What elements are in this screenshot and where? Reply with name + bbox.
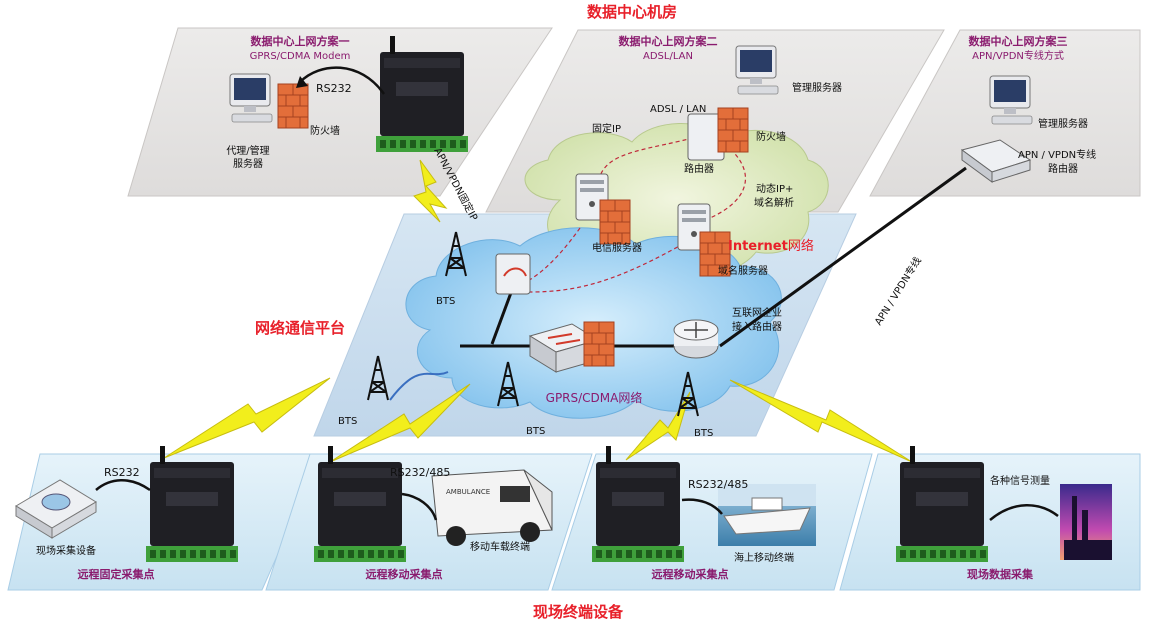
lightning-right: [729, 379, 913, 463]
bts-label: BTS: [694, 428, 713, 439]
scheme3-subtitle: APN/VPDN专线方式: [972, 49, 1064, 62]
rs232-arrow-2: [401, 492, 438, 521]
lightning-scheme1: [413, 159, 448, 223]
modem-icon: [376, 36, 468, 152]
scheme1-title: 数据中心上网方案一: [251, 34, 350, 48]
gprs-network-label: GPRS/CDMA网络: [546, 390, 643, 405]
scheme2-title: 数据中心上网方案二: [619, 34, 718, 48]
data-center-title: 数据中心机房: [587, 3, 677, 21]
terminal2-device: 移动车载终端: [470, 540, 530, 553]
enterprise-router-icon: [673, 319, 719, 359]
lightning-left: [163, 377, 331, 459]
lightning-center-right: [625, 391, 691, 461]
terminal3-iface: RS232/485: [688, 478, 748, 491]
ambulance-text: AMBULANCE: [446, 488, 490, 496]
firewall5-icon: [583, 321, 615, 367]
field-terminals-title: 现场终端设备: [533, 603, 624, 621]
terminal-modem-2-icon: [314, 446, 406, 562]
ambulance-icon: [431, 469, 553, 546]
scheme2-firewall: 防火墙: [756, 130, 786, 143]
scheme2-fixed-ip: 固定IP: [592, 122, 621, 135]
terminal-modem-1-icon: [146, 446, 238, 562]
scheme2-dynamic-ip: 动态IP+: [756, 182, 793, 195]
terminal1-point: 远程固定采集点: [78, 567, 155, 581]
scheme2-telecom-server: 电信服务器: [592, 241, 642, 254]
internet-label: Internet网络: [728, 238, 814, 254]
rs232-arrow-1: [95, 479, 151, 492]
terminal3-point: 远程移动采集点: [652, 567, 729, 581]
lightning-center-left: [329, 383, 471, 463]
arrow-head-icon: [296, 76, 308, 88]
vpdn-router-icon: [960, 139, 1032, 183]
scheme1-subtitle: GPRS/CDMA Modem: [250, 51, 351, 62]
scheme3-title: 数据中心上网方案三: [969, 34, 1068, 48]
gateway-server-icon: [495, 253, 531, 295]
terminal-modem-3-icon: [592, 446, 684, 562]
scheme1-firewall: 防火墙: [310, 124, 340, 137]
firewall-icon: [277, 83, 309, 129]
internet-suffix: 网络: [788, 238, 814, 254]
scheme2-dns-server: 域名服务器: [718, 264, 768, 277]
enterprise-router-line1: 互联网企业: [732, 306, 782, 319]
firewall2-icon: [717, 107, 749, 153]
scheme3-router-line1: APN / VPDN专线: [1018, 148, 1096, 161]
scheme1-rs232: RS232: [316, 82, 352, 95]
rs232-arrow-3: [681, 498, 723, 515]
scheme2-adsl-lan: ADSL / LAN: [650, 104, 706, 115]
scheme2-subtitle: ADSL/LAN: [643, 51, 693, 62]
blue-cable: [389, 371, 449, 401]
bts-label: BTS: [526, 426, 545, 437]
terminal2-point: 远程移动采集点: [366, 567, 443, 581]
internet-word: Internet: [728, 239, 788, 254]
collector-device-icon: [15, 479, 97, 539]
terminal1-device: 现场采集设备: [36, 544, 96, 557]
signal-arrow: [989, 504, 1059, 521]
scheme2-domain-resolve: 域名解析: [754, 196, 794, 209]
terminal1-iface: RS232: [104, 466, 140, 479]
bts-label: BTS: [338, 416, 357, 427]
bts-label: BTS: [436, 296, 455, 307]
terminal3-device: 海上移动终端: [734, 551, 794, 564]
gateway-link: [490, 289, 514, 345]
scheme2-mgmt-server: 管理服务器: [792, 81, 842, 94]
terminal4-point: 现场数据采集: [967, 567, 1034, 581]
scheme2-router: 路由器: [684, 162, 714, 175]
scheme3-router-line2: 路由器: [1048, 162, 1078, 175]
network-platform-title: 网络通信平台: [255, 319, 345, 337]
terminal-modem-4-icon: [896, 446, 988, 562]
terminal4-iface: 各种信号测量: [990, 474, 1050, 487]
scheme3-link: APN / VPDN专线: [872, 254, 924, 327]
enterprise-router-line2: 接入路由器: [732, 320, 782, 333]
scheme3-mgmt-server: 管理服务器: [1038, 117, 1088, 130]
rs232-arrow: [299, 66, 386, 95]
scheme3-pc-icon: [989, 75, 1033, 125]
lightning-bolts: [163, 159, 913, 463]
mgmt-pc-icon: [735, 45, 779, 95]
terminal2-iface: RS232/485: [390, 466, 450, 479]
firewall3-icon: [599, 199, 631, 245]
factory-photo-icon: [1060, 484, 1112, 560]
ship-photo-icon: [718, 484, 816, 546]
pc-icon: [229, 73, 273, 123]
scheme1-server-line1: 代理/管理: [226, 144, 269, 157]
scheme1-server-line2: 服务器: [233, 157, 263, 170]
